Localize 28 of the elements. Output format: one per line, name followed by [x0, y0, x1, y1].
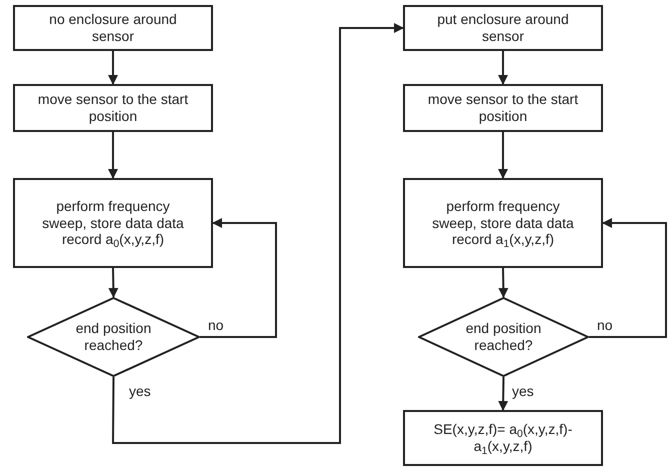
node-text: put enclosure around sensor: [436, 11, 570, 45]
node-text: end position reached?: [74, 320, 152, 354]
process-box: [13, 84, 213, 132]
arrow: [498, 51, 508, 85]
decision-diamond: [418, 297, 589, 377]
process-box: [403, 84, 603, 132]
node-text: move sensor to the start position: [36, 91, 190, 125]
arrow: [498, 268, 508, 298]
process-box: [13, 5, 213, 51]
process-box: [403, 178, 603, 268]
arrow: [589, 218, 667, 338]
node-text: move sensor to the start position: [426, 91, 580, 125]
arrow: [108, 51, 118, 85]
node-text: perform frequency sweep, store data data record a$_{0}$(x,y,z,f): [41, 198, 185, 248]
process-box: [403, 410, 603, 466]
node-text: SE(x,y,z,f)= a$_{0}$(x,y,z,f)-a$_{1}$(x,y,z,f): [432, 421, 574, 455]
process-box: [13, 178, 213, 268]
arrow: [498, 376, 508, 411]
node-text: end position reached?: [464, 320, 542, 354]
decision-diamond: [27, 297, 200, 377]
process-box: [403, 5, 603, 51]
arrow: [498, 132, 508, 179]
arrow: [108, 132, 118, 179]
arrow: [108, 268, 118, 298]
node-text: perform frequency sweep, store data data record a$_{1}$(x,y,z,f): [431, 198, 575, 248]
node-text: no enclosure around sensor: [48, 11, 178, 45]
arrow: [200, 218, 277, 338]
arrow: [112, 23, 404, 444]
